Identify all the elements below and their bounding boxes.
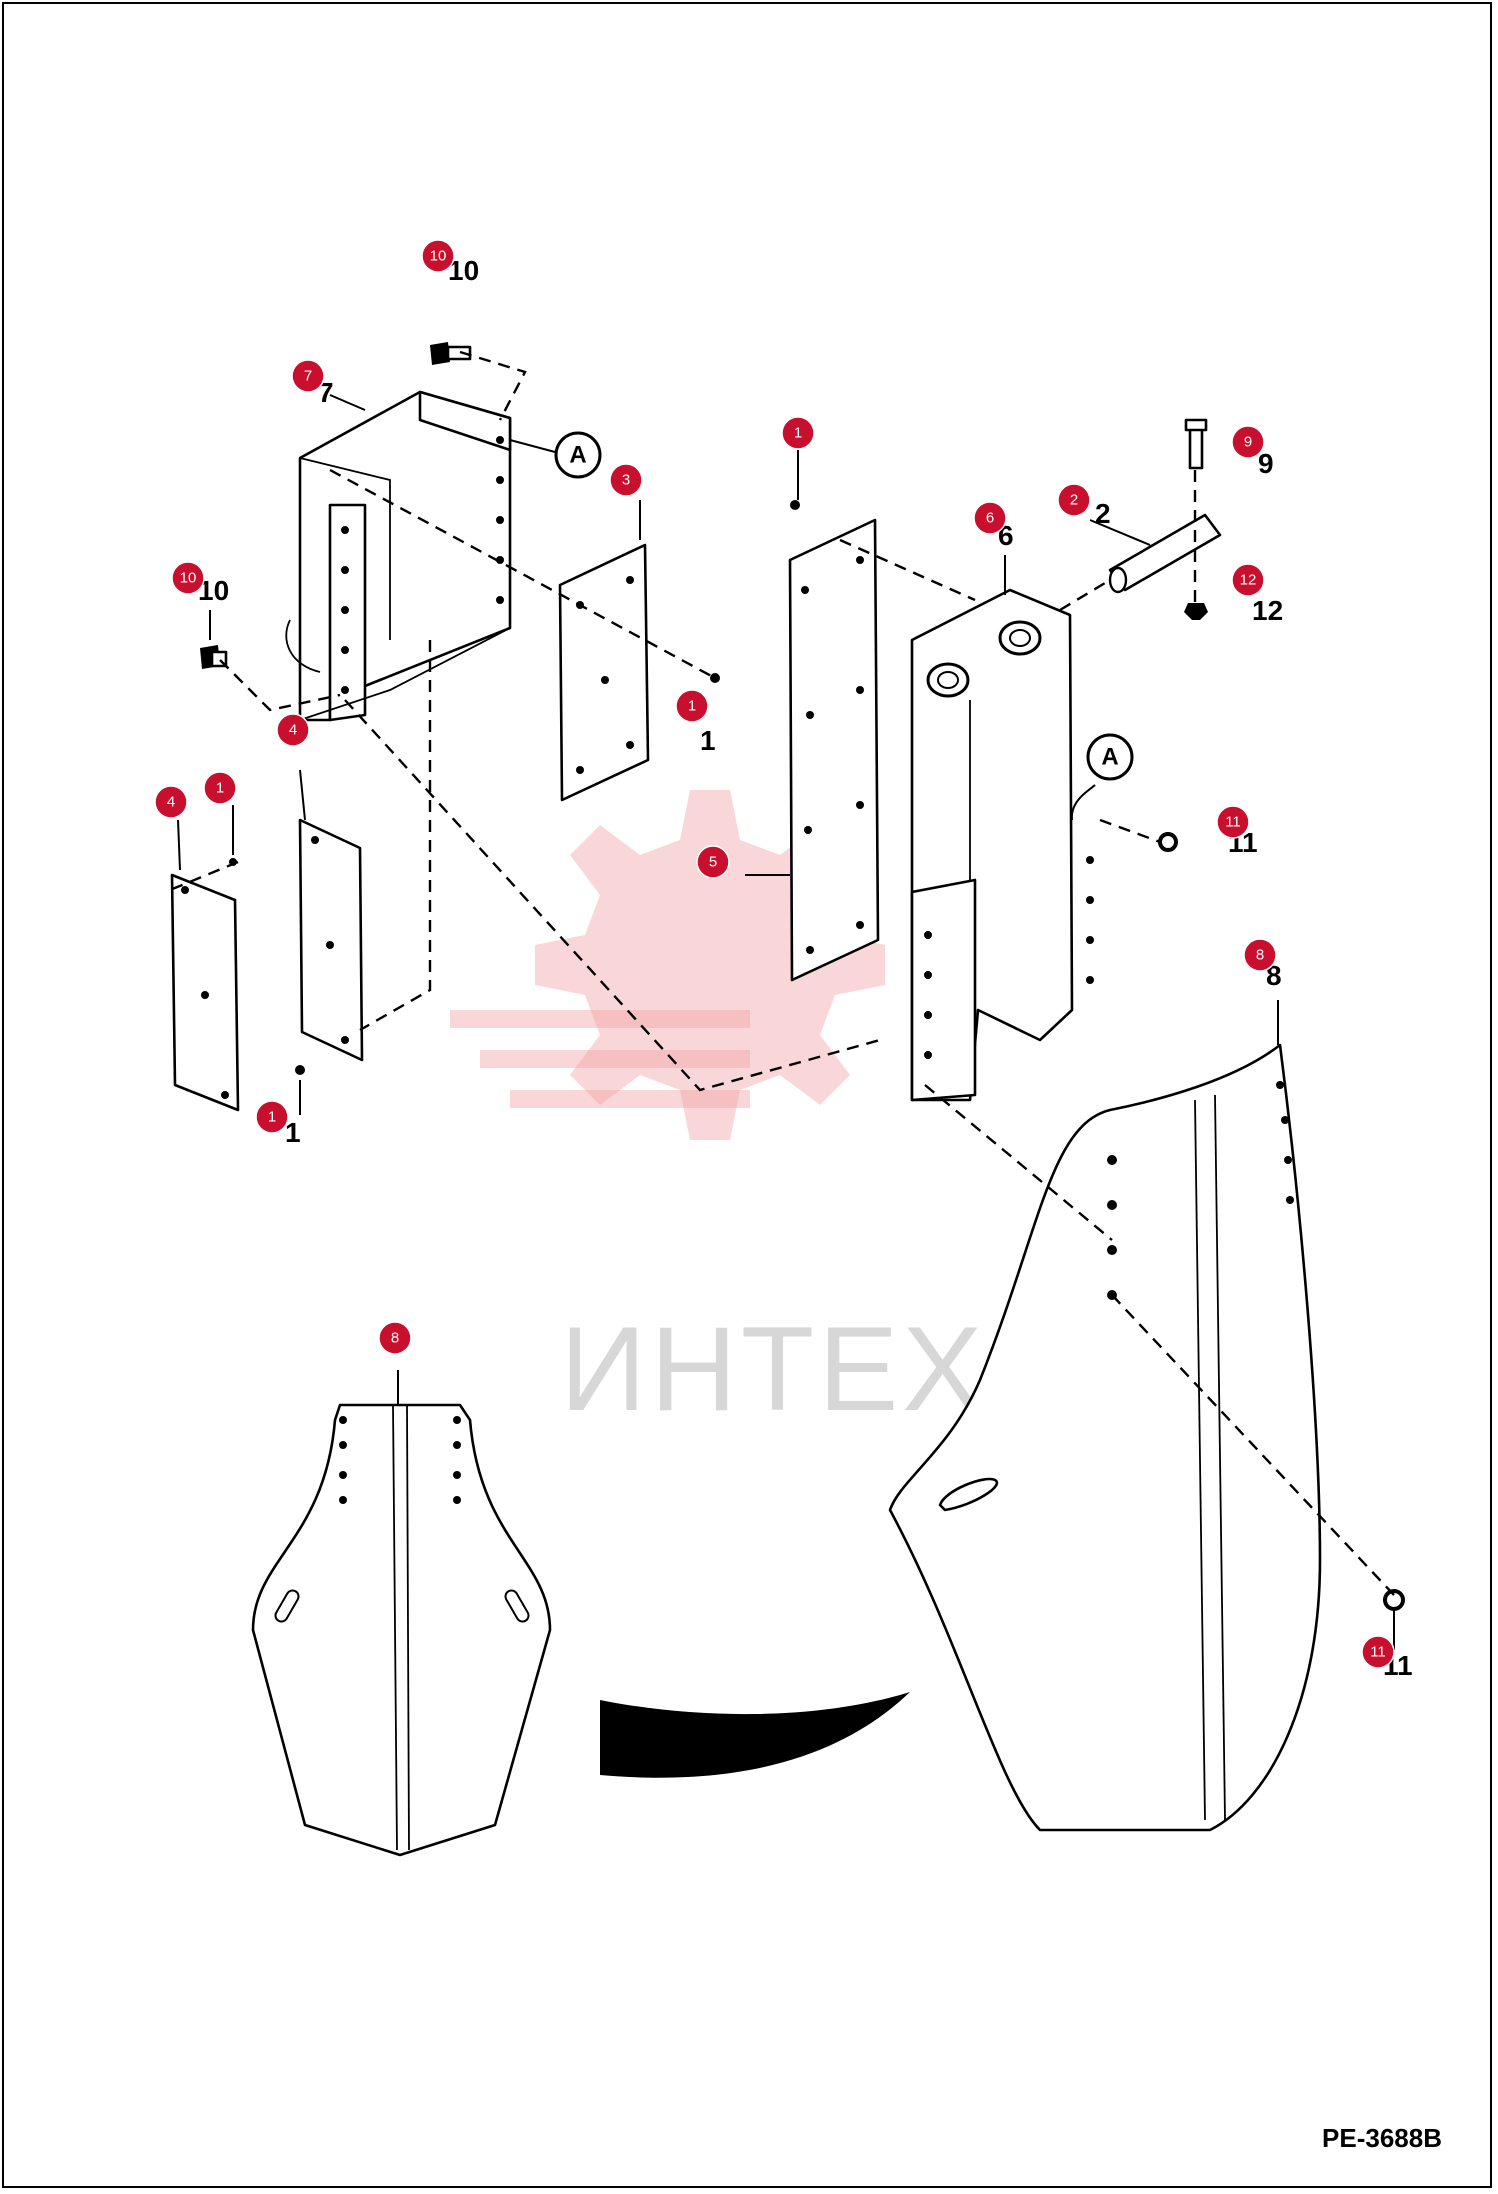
leader-lines <box>177 394 1395 1650</box>
part-8-fender-flat-view <box>251 1403 552 1857</box>
svg-text:4: 4 <box>289 722 297 739</box>
callout-1-plate3: 1 <box>675 689 709 723</box>
part-7-bracket <box>285 390 512 722</box>
callout-1-bottom: 1 <box>255 1100 289 1134</box>
callout-6: 6 <box>973 501 1007 535</box>
part-5-plate <box>788 518 880 982</box>
direction-arrow <box>600 1692 910 1778</box>
svg-text:1: 1 <box>688 698 696 715</box>
svg-text:A: A <box>1101 744 1118 771</box>
callout-4-center: 4 <box>276 713 310 747</box>
part-3-plate <box>558 543 650 802</box>
svg-text:1: 1 <box>794 425 802 442</box>
callout-10-lower: 10 <box>171 561 205 595</box>
svg-text:7: 7 <box>304 368 312 385</box>
callout-10-upper: 10 <box>421 239 455 273</box>
svg-text:1: 1 <box>268 1109 276 1126</box>
callout-8-side: 8 <box>1243 938 1277 972</box>
assembly-lines <box>169 350 1395 1596</box>
svg-text:11: 11 <box>1225 814 1241 831</box>
callout-9: 9 <box>1231 425 1265 459</box>
item-number-text: 1 <box>700 725 716 756</box>
reference-marker-a-upper: A <box>509 431 602 479</box>
callout-1-plate5: 1 <box>781 416 815 450</box>
svg-text:1: 1 <box>216 780 224 797</box>
svg-text:2: 2 <box>1070 492 1078 509</box>
part-11-nut-b <box>1383 1589 1405 1611</box>
part-4-plate-b <box>170 873 240 1112</box>
part-1-screw-d <box>295 1065 305 1075</box>
callout-12: 12 <box>1231 563 1265 597</box>
callout-7: 7 <box>291 359 325 393</box>
svg-text:11: 11 <box>1370 1644 1386 1661</box>
callout-11-lower: 11 <box>1361 1635 1395 1669</box>
item-number-text: 9 <box>1258 448 1274 479</box>
part-10-bolt-a <box>430 342 472 365</box>
svg-text:12: 12 <box>1240 572 1257 589</box>
reference-marker-a-lower: A <box>1070 733 1134 821</box>
watermark-text: ИНТЕХ <box>560 1302 986 1436</box>
part-8-fender-side-view <box>888 1043 1322 1832</box>
part-12-nut <box>1184 603 1208 620</box>
part-4-plate-a <box>298 818 364 1062</box>
item-number-text: 12 <box>1252 595 1283 626</box>
callout-1-left: 1 <box>203 771 237 805</box>
part-1-screw-b <box>710 673 720 683</box>
svg-text:8: 8 <box>391 1330 399 1347</box>
svg-text:5: 5 <box>709 854 717 871</box>
item-number-text: 2 <box>1095 498 1111 529</box>
callout-3: 3 <box>609 463 643 497</box>
part-1-screw-a <box>790 500 800 510</box>
callout-4-left: 4 <box>154 785 188 819</box>
svg-text:3: 3 <box>622 472 630 489</box>
part-9-bolt <box>1184 418 1208 470</box>
part-10-bolt-b <box>200 645 228 669</box>
part-2-pin <box>1108 513 1222 594</box>
svg-text:10: 10 <box>180 570 197 587</box>
svg-text:8: 8 <box>1256 947 1264 964</box>
callout-5: 5 <box>696 845 730 879</box>
callout-2: 2 <box>1057 483 1091 517</box>
svg-text:9: 9 <box>1244 434 1252 451</box>
callout-11-upper: 11 <box>1216 805 1250 839</box>
item-number-text: 1 <box>285 1117 301 1148</box>
part-11-nut-a <box>1158 832 1178 852</box>
callout-8-flat: 8 <box>378 1321 412 1355</box>
svg-text:A: A <box>569 442 586 469</box>
svg-text:4: 4 <box>167 794 175 811</box>
svg-text:6: 6 <box>986 510 994 527</box>
drawing-code: PE-3688B <box>1322 2123 1442 2153</box>
part-6-arm <box>910 588 1094 1102</box>
svg-text:10: 10 <box>430 248 447 265</box>
